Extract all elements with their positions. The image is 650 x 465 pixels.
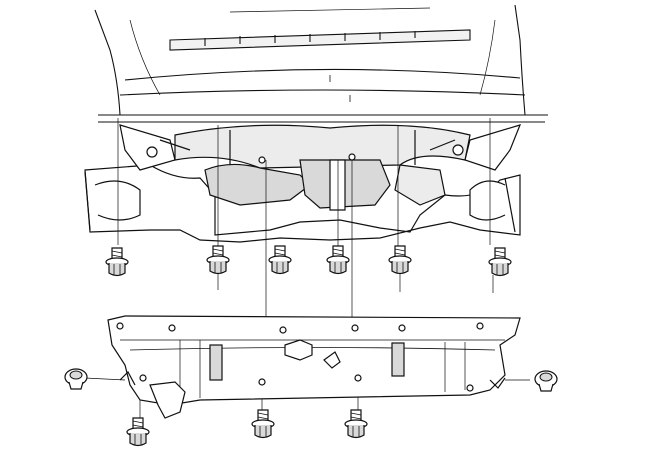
bolt	[268, 245, 292, 275]
crossmember-assembly	[84, 124, 522, 243]
vehicle-body	[94, 4, 548, 123]
bolt	[105, 247, 129, 277]
bolt	[488, 247, 512, 277]
push-clip	[534, 370, 558, 392]
bolt	[388, 245, 412, 275]
push-clip	[64, 368, 88, 390]
bolt	[251, 409, 275, 439]
bolt	[326, 245, 350, 275]
bolt	[126, 417, 150, 447]
under-cover-panel	[107, 315, 521, 419]
bolt	[344, 409, 368, 439]
bolt	[206, 245, 230, 275]
